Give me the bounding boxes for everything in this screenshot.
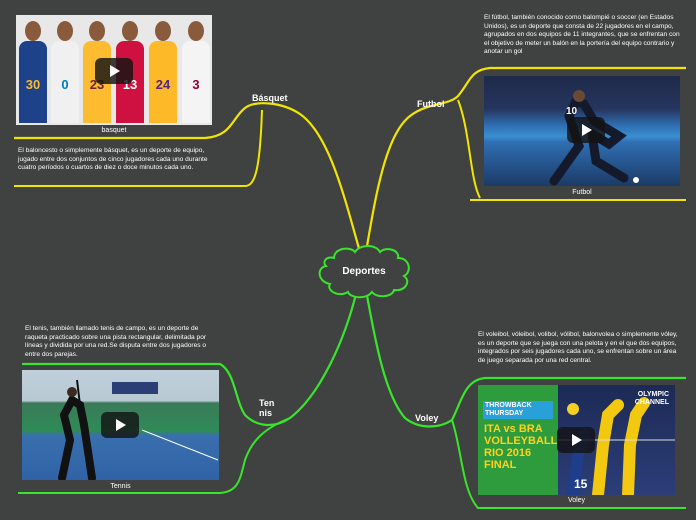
voley-thumb-title: ITA vs BRA VOLLEYBALL RIO 2016 FINAL bbox=[484, 423, 558, 471]
tenis-caption: Tennis bbox=[110, 483, 131, 490]
player-figure: 24 bbox=[146, 15, 180, 123]
play-button[interactable] bbox=[95, 58, 133, 84]
branch-label-voley[interactable]: Voley bbox=[415, 413, 439, 423]
connector-basquet-underline bbox=[14, 109, 263, 187]
futbol-jersey-number: 10 bbox=[566, 106, 578, 117]
olympic-channel-logo: OLYMPIC CHANNEL bbox=[634, 391, 669, 406]
futbol-video-thumbnail[interactable]: 10 bbox=[484, 76, 680, 186]
connector-tenis-lower bbox=[18, 417, 291, 494]
branch-label-futbol[interactable]: Futbol bbox=[417, 99, 445, 109]
play-icon bbox=[582, 124, 592, 136]
center-cloud bbox=[318, 245, 410, 299]
voley-caption: Voley bbox=[567, 497, 586, 504]
tenis-label-line2: nis bbox=[259, 408, 273, 418]
player-figure: 30 bbox=[16, 15, 50, 123]
voley-jersey-number: 15 bbox=[574, 477, 588, 491]
basquet-video-thumbnail[interactable]: 30 0 23 13 24 3 bbox=[16, 15, 212, 125]
play-button[interactable] bbox=[557, 427, 595, 453]
play-icon bbox=[116, 419, 126, 431]
player-figure: 3 bbox=[179, 15, 212, 123]
futbol-caption: Futbol bbox=[572, 189, 592, 196]
futbol-description: El fútbol, también conocido como balompi… bbox=[484, 14, 680, 56]
voley-video-thumbnail[interactable]: THROWBACK THURSDAY ITA vs BRA VOLLEYBALL… bbox=[478, 385, 675, 495]
branch-label-basquet[interactable]: Básquet bbox=[252, 93, 288, 103]
center-topic-label[interactable]: Deportes bbox=[342, 266, 386, 277]
connector-futbol-drop bbox=[457, 99, 481, 199]
play-button[interactable] bbox=[101, 412, 139, 438]
basquet-caption: basquet bbox=[101, 127, 127, 134]
tenis-player-illustration bbox=[58, 379, 219, 480]
tenis-label-line1: Ten bbox=[259, 398, 275, 408]
branch-label-tenis[interactable]: Ten nis bbox=[259, 398, 274, 418]
play-icon bbox=[572, 434, 582, 446]
voley-thumb-title-panel: THROWBACK THURSDAY ITA vs BRA VOLLEYBALL… bbox=[478, 385, 558, 495]
connector-voley bbox=[364, 289, 686, 428]
connector-futbol bbox=[364, 66, 686, 253]
tenis-video-thumbnail[interactable] bbox=[22, 370, 219, 480]
basquet-description: El baloncesto o simplemente básquet, es … bbox=[18, 147, 208, 172]
voley-description: El voleibol, vóleibol, volibol, vólibol,… bbox=[478, 331, 678, 364]
throwback-badge: THROWBACK THURSDAY bbox=[483, 401, 553, 419]
player-figure: 0 bbox=[48, 15, 82, 123]
connector-basquet bbox=[14, 102, 362, 253]
connector-voley-lower bbox=[451, 419, 686, 509]
play-button[interactable] bbox=[567, 117, 605, 143]
play-icon bbox=[110, 65, 120, 77]
tenis-description: El tenis, también llamado tenis de campo… bbox=[25, 325, 207, 358]
